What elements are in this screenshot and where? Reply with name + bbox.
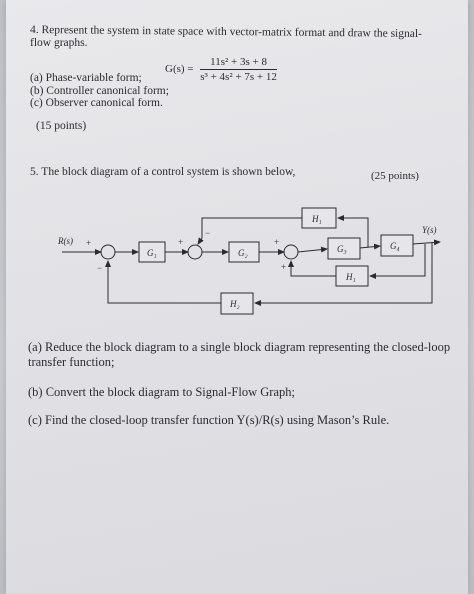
problem4-part-a: (a) Phase-variable form; [30, 72, 142, 84]
transfer-function-numerator: 11s² + 3s + 8 [200, 55, 277, 70]
problem5-part-b: (b) Convert the block diagram to Signal-… [28, 385, 295, 399]
problem5-part-c: (c) Find the closed-loop transfer functi… [28, 413, 390, 427]
problem5-statement: 5. The block diagram of a control system… [30, 166, 296, 178]
problem4-part-c: (c) Observer canonical form. [30, 97, 163, 109]
problem5-part-a-line2: transfer function; [28, 355, 115, 369]
problem4-part-b: (b) Controller canonical form; [30, 85, 169, 97]
transfer-function-fraction: 11s² + 3s + 8 s³ + 4s² + 7s + 12 [200, 55, 277, 84]
transfer-function-lhs: G(s) = [165, 63, 194, 76]
transfer-function: G(s) = 11s² + 3s + 8 s³ + 4s² + 7s + 12 [165, 55, 277, 84]
problem4-statement-line2: flow graphs. [30, 37, 88, 49]
problem5-points: (25 points) [371, 170, 419, 182]
problem5-part-a-line1: (a) Reduce the block diagram to a single… [28, 340, 451, 354]
problem4-points: (15 points) [36, 120, 87, 132]
transfer-function-denominator: s³ + 4s² + 7s + 12 [200, 71, 277, 83]
